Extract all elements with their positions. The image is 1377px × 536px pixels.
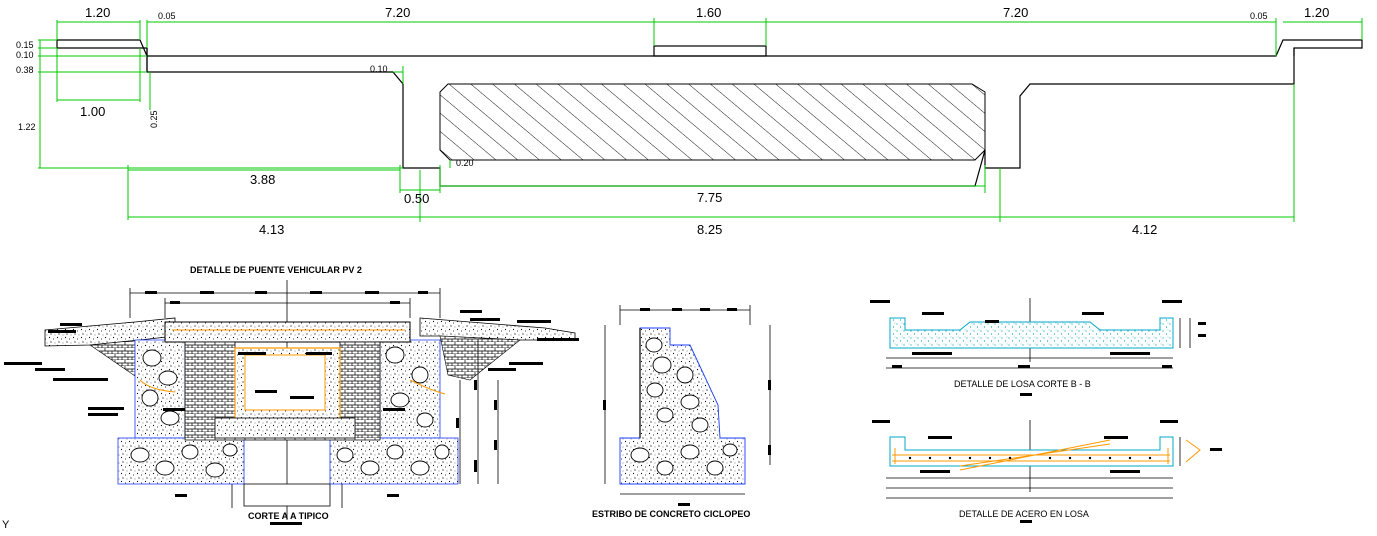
dim-0-05-right: 0.05 [1250,11,1268,21]
dim-0-25: 0.25 [149,110,159,128]
dim-8-25: 8.25 [697,222,722,237]
dim-4-13: 4.13 [259,222,284,237]
steel-detail: DETALLE DE ACERO EN LOSA [872,420,1222,523]
hatched-section [439,83,986,161]
dimension-lines [38,18,1363,222]
dim-1-20-right: 1.20 [1304,5,1329,20]
dim-1-60: 1.60 [696,5,721,20]
dim-1-22: 1.22 [18,122,36,132]
bridge-detail: DETALLE DE PUENTE VEHICULAR PV 2 [4,265,579,525]
dim-0-05-left: 0.05 [158,11,176,21]
dim-0-10-left: 0.10 [16,50,34,60]
dim-0-15: 0.15 [16,40,34,50]
leader-labels [4,310,579,525]
abutment-title: ESTRIBO DE CONCRETO CICLOPEO [592,509,750,519]
dim-4-12: 4.12 [1132,222,1157,237]
dim-7-75: 7.75 [697,190,722,205]
dim-0-38: 0.38 [16,65,34,75]
dim-0-10-mid: 0.10 [370,64,388,74]
dim-0-20: 0.20 [456,158,474,168]
dim-1-00: 1.00 [80,104,105,119]
axis-mark: Y [2,519,10,531]
dim-3-88: 3.88 [250,172,275,187]
bridge-cross-section: 1.20 0.05 7.20 1.60 7.20 0.05 1.20 0.15 … [16,5,1363,237]
typical-cut-label: CORTE A A TIPICO [248,511,329,521]
abutment-detail: ESTRIBO DE CONCRETO CICLOPEO [592,305,771,519]
dim-7-20-left: 7.20 [385,5,410,20]
slab-cut-title: DETALLE DE LOSA CORTE B - B [954,379,1091,389]
rebar-dots [908,456,1152,460]
dim-7-20-right: 7.20 [1003,5,1028,20]
slab-cut-detail: DETALLE DE LOSA CORTE B - B [870,298,1206,396]
steel-title: DETALLE DE ACERO EN LOSA [959,509,1089,519]
dim-0-50: 0.50 [404,191,429,206]
dimension-tags-top [145,291,428,304]
bridge-detail-title: DETALLE DE PUENTE VEHICULAR PV 2 [190,265,362,275]
dim-1-20-left: 1.20 [85,5,110,20]
boulders [130,346,450,478]
